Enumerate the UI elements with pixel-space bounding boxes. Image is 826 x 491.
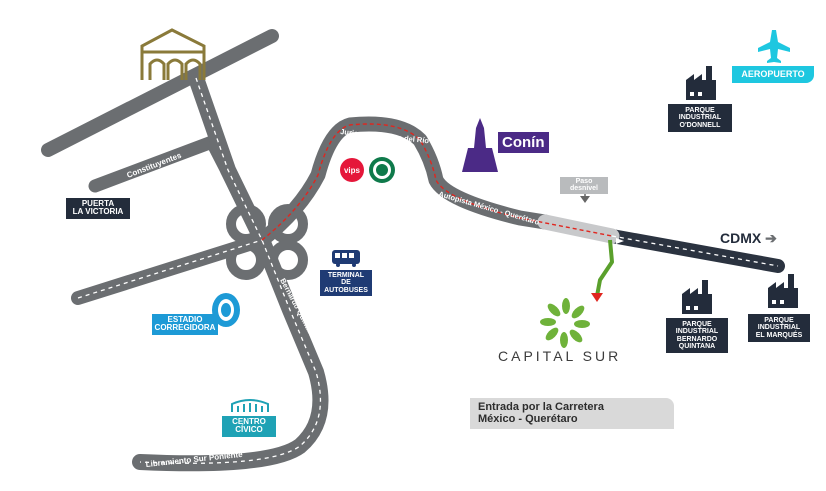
tag-parque-odonnell: PARQUE INDUSTRIAL O'DONNELL [668, 104, 732, 133]
stadium-icon [212, 293, 240, 327]
arrow-right-icon: ➔ [765, 230, 777, 246]
arrow-right-icon [616, 238, 624, 244]
vips-label: vips [344, 166, 361, 175]
capital-sur-logo-icon [540, 298, 590, 348]
conin-title: Conín [498, 132, 549, 153]
road-calz-arcos [41, 29, 279, 157]
factory-icon [682, 280, 712, 314]
capital-sur-title: CAPITAL SUR [498, 348, 622, 364]
tag-parque-marques: PARQUE INDUSTRIAL EL MARQUÉS [748, 314, 810, 343]
aqueduct-icon [140, 28, 206, 80]
tag-centro-civico: CENTRO CÍVICO [222, 416, 276, 437]
conin-statue-icon [462, 118, 498, 172]
arrow-down-icon [591, 293, 603, 302]
starbucks-icon [369, 157, 395, 183]
tag-parque-bernardo: PARQUE INDUSTRIAL BERNARDO QUINTANA [666, 318, 728, 354]
civic-center-icon [231, 399, 269, 412]
label-autopista: Autopista México - Querétaro [437, 189, 540, 227]
tag-paso-desnivel: Paso desnivel [560, 177, 608, 194]
tag-puerta-victoria: PUERTA LA VICTORIA [66, 198, 130, 219]
factory-icon [686, 66, 716, 100]
factory-icon [768, 274, 798, 308]
lane-markings [77, 77, 779, 464]
route-line [261, 123, 613, 241]
tag-estadio: ESTADIO CORREGIDORA [152, 314, 218, 335]
cdmx-label: CDMX ➔ [720, 230, 777, 246]
tag-aeropuerto: AEROPUERTO [732, 66, 814, 84]
access-path [595, 239, 614, 297]
cloverleaf-interchange [226, 204, 308, 280]
entrance-note: Entrada por la Carretera México - Querét… [470, 398, 674, 430]
bus-icon [332, 250, 360, 267]
airplane-icon [758, 30, 790, 63]
tag-terminal: TERMINAL DE AUTOBUSES [320, 270, 372, 297]
arrow-down-icon [580, 196, 590, 203]
vips-icon: vips [340, 158, 364, 182]
road-autopista-east [605, 229, 785, 273]
